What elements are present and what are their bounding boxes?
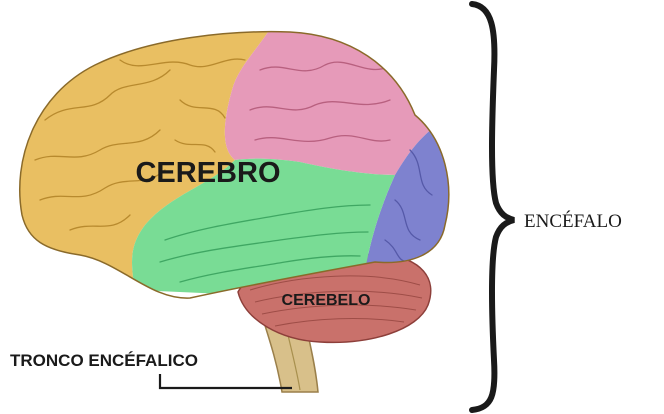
curly-brace (469, 1, 515, 413)
cerebrum-outline (18, 30, 450, 299)
temporal-lobe (132, 158, 395, 299)
temporal-gyri (159, 204, 371, 283)
tronco-leader-line (158, 374, 292, 390)
label-cerebelo: CEREBELO (282, 292, 371, 309)
label-cerebro: CEREBRO (135, 157, 280, 189)
label-tronco-encefalico: TRONCO ENCÉFALICO (10, 351, 198, 370)
frontal-gyri (34, 58, 246, 231)
label-encefalo: ENCÉFALO (524, 210, 622, 232)
parietal-gyri (249, 61, 391, 142)
